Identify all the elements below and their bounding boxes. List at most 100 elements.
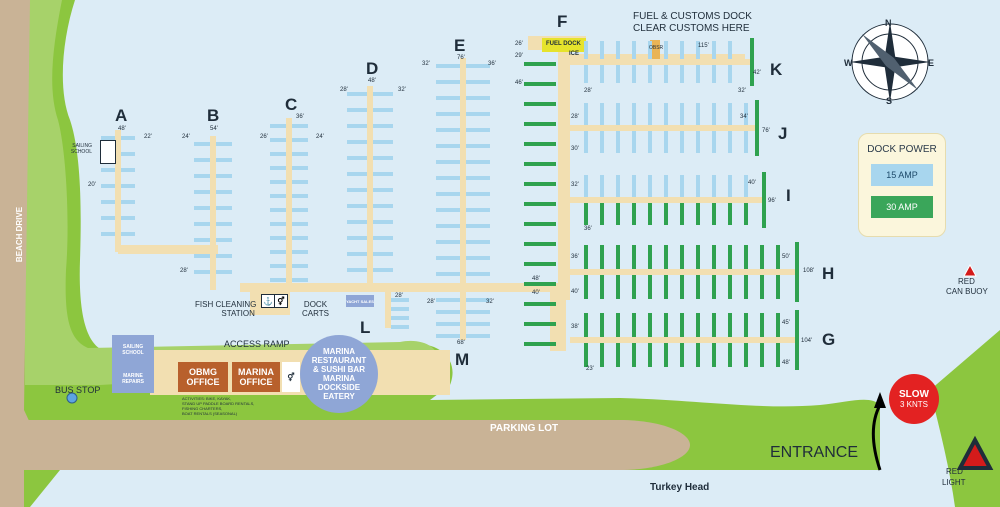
dock-d-slip <box>347 188 367 192</box>
dock-j-slip <box>696 131 700 153</box>
dock-h-slip <box>776 245 780 269</box>
main-walk-slip <box>524 102 556 106</box>
dock-i-slip <box>600 203 604 225</box>
dock-c-slip <box>270 152 286 156</box>
legend-15-amp: 15 AMP <box>871 164 933 186</box>
dock-f-length-1: 26' <box>515 41 523 47</box>
dock-e-slip <box>436 224 460 228</box>
dock-g-slip <box>600 313 604 337</box>
dock-b-slip <box>216 142 232 146</box>
dock-i-slip <box>728 175 732 197</box>
dock-e-slip <box>436 128 460 132</box>
dock-g-slip <box>632 313 636 337</box>
dock-m-length-head: 68' <box>457 340 465 346</box>
dock-b-slip <box>216 222 232 226</box>
dock-d-slip <box>373 156 393 160</box>
dock-b-slip <box>194 190 210 194</box>
dock-e-slip <box>466 256 490 260</box>
dock-e-slip <box>436 256 460 260</box>
dock-m-slip <box>466 298 490 302</box>
dock-e-slip <box>436 160 460 164</box>
dock-b-label: B <box>207 106 220 125</box>
dock-c-slip <box>292 152 308 156</box>
dock-d-length-head: 48' <box>368 78 376 84</box>
dock-d-slip <box>373 220 393 224</box>
obmg-office-text: OBMG OFFICE <box>186 367 220 387</box>
dock-c-slip <box>292 250 308 254</box>
dock-e-slip <box>466 272 490 276</box>
dock-b-slip <box>194 206 210 210</box>
dock-a-slip <box>121 152 135 156</box>
dock-l-label: L <box>360 318 371 337</box>
activities-line-4: BOAT RENTALS (SEASONAL) <box>182 411 238 416</box>
slow-speed-sign: SLOW 3 KNTS <box>889 374 939 424</box>
dock-b-length-head: 54' <box>210 126 218 132</box>
dock-m-slip <box>436 298 460 302</box>
parking-lot-label: PARKING LOT <box>490 423 559 434</box>
dock-g-slip <box>664 343 668 367</box>
dock-i-slip <box>712 175 716 197</box>
dock-b-length-slip2: 28' <box>180 268 188 274</box>
dock-c-label: C <box>285 95 298 114</box>
dock-a-slip <box>101 232 115 236</box>
dock-e-slip <box>436 240 460 244</box>
dock-h-slip <box>600 275 604 299</box>
dock-a-slip <box>101 216 115 220</box>
dock-g-slip <box>680 313 684 337</box>
main-walk-slip <box>524 342 556 346</box>
dock-l-slip <box>391 325 409 329</box>
dock-m-pier <box>460 292 466 340</box>
dock-b-slip <box>194 222 210 226</box>
fuel-customs-note-line2: CLEAR CUSTOMS HERE <box>633 23 750 34</box>
fuel-customs-note-line1: FUEL & CUSTOMS DOCK <box>633 11 752 22</box>
main-walk-length-3: 46' <box>515 80 523 86</box>
dock-i-length-head: 96' <box>768 198 776 204</box>
dock-a-pier <box>115 130 121 252</box>
fish-cleaning-line2: STATION <box>221 309 255 318</box>
marina-office-building: MARINA OFFICE <box>232 362 280 392</box>
bottom-water <box>30 470 880 507</box>
dock-k-slip <box>712 41 716 59</box>
dock-c-slip <box>292 180 308 184</box>
dock-i-slip <box>600 175 604 197</box>
dock-a-length-slip2: 20' <box>88 182 96 188</box>
dock-h-slip <box>584 275 588 299</box>
dock-i-slip <box>744 203 748 225</box>
red-light-line1: RED <box>946 467 963 476</box>
dock-c-slip <box>270 264 286 268</box>
dock-power-legend: DOCK POWER 15 AMP 30 AMP <box>858 133 946 237</box>
dock-k-label: K <box>770 60 783 79</box>
dock-d-slip <box>373 124 393 128</box>
main-walk-slip <box>524 262 556 266</box>
compass-s: S <box>886 96 893 106</box>
dock-d-slip <box>373 204 393 208</box>
dock-c-slip <box>292 264 308 268</box>
dock-g-slip <box>760 313 764 337</box>
dock-h-slip <box>728 275 732 299</box>
dock-j-slip <box>616 103 620 125</box>
dock-j-slip <box>712 103 716 125</box>
main-walk-slip <box>524 82 556 86</box>
dock-i-slip <box>744 175 748 197</box>
marine-repairs-text: MARINE REPAIRS <box>122 372 144 385</box>
dock-k-slip <box>616 65 620 83</box>
ice-label: ICE <box>569 51 580 57</box>
north-walkway <box>558 40 570 300</box>
dock-g-slip <box>648 313 652 337</box>
dock-j-slip <box>728 103 732 125</box>
dock-g-pier <box>570 337 795 343</box>
dock-i-slip <box>584 203 588 225</box>
dock-j-slip <box>648 103 652 125</box>
dock-c-slip <box>270 124 286 128</box>
dock-j-slip <box>616 131 620 153</box>
dock-d-slip <box>347 108 367 112</box>
dock-e-slip <box>466 112 490 116</box>
dock-d-slip <box>373 268 393 272</box>
dock-h-slip <box>712 245 716 269</box>
dock-e-slip <box>466 224 490 228</box>
dock-i-slip <box>648 175 652 197</box>
dock-m-slip <box>466 334 490 338</box>
dock-i-pier <box>570 197 762 203</box>
red-can-buoy-line1: RED <box>958 277 975 286</box>
compass-n: N <box>885 18 892 28</box>
